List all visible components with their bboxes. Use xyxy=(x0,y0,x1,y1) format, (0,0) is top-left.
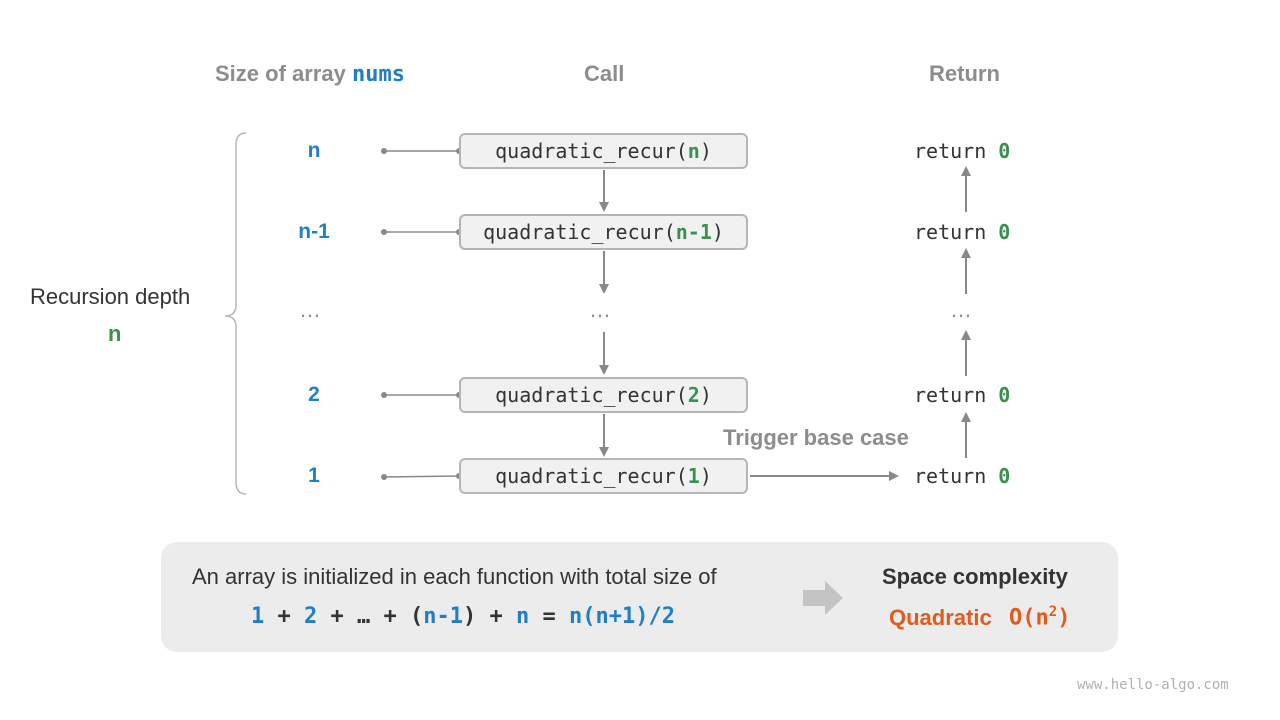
summary-panel xyxy=(161,542,1118,652)
header-size: Size of array nums xyxy=(215,61,405,87)
connector-dot-4 xyxy=(381,392,387,398)
return-ellipsis: … xyxy=(950,297,974,322)
return-row-4: return 0 xyxy=(914,383,1010,407)
big-o-exponent: 2 xyxy=(1048,604,1058,620)
header-return: Return xyxy=(929,61,1000,86)
return-keyword: return xyxy=(914,383,987,407)
connector-dots xyxy=(381,148,462,480)
connector-dot-5 xyxy=(381,474,387,480)
formula-term-n-minus-1: n-1 xyxy=(423,604,463,629)
return-row-1: return 0 xyxy=(914,139,1010,163)
return-keyword: return xyxy=(914,464,987,488)
watermark: www.hello-algo.com xyxy=(1077,677,1229,693)
summary-arrow-icon xyxy=(803,581,843,615)
complexity-big-o: O(n2) xyxy=(1009,604,1070,630)
connector-row-5 xyxy=(383,475,460,478)
call-arg: 1 xyxy=(687,464,700,488)
call-fn-name: quadratic_recur xyxy=(495,464,676,488)
size-connectors xyxy=(383,150,460,478)
return-value: 0 xyxy=(998,139,1011,163)
size-label-n-minus-1: n-1 xyxy=(298,220,330,243)
header-call: Call xyxy=(584,61,625,86)
formula-term-1: 1 xyxy=(251,604,265,629)
return-keyword: return xyxy=(914,139,987,163)
size-ellipsis: … xyxy=(299,297,323,322)
formula-equals: = xyxy=(542,604,556,629)
summary-formula: 1 + 2 + … + (n-1) + n = n(n+1)/2 xyxy=(251,604,675,629)
size-label-1: 1 xyxy=(308,464,320,487)
header-size-prefix: Size of array xyxy=(215,61,346,86)
call-box-n: quadratic_recur(n) xyxy=(459,133,748,169)
call-arg: 2 xyxy=(687,383,700,407)
formula-op: + xyxy=(330,604,344,629)
big-o-close: ) xyxy=(1057,605,1071,631)
call-arg: n xyxy=(687,139,700,163)
size-label-n: n xyxy=(307,139,321,162)
call-arg: n-1 xyxy=(675,220,712,244)
size-label-2: 2 xyxy=(308,383,320,406)
recursion-depth-value: n xyxy=(108,321,122,346)
big-o-base: O(n xyxy=(1009,605,1049,631)
header-size-var: nums xyxy=(351,62,405,87)
connector-dot-1 xyxy=(381,148,387,154)
formula-paren-close: ) xyxy=(463,604,477,629)
call-box-1: quadratic_recur(1) xyxy=(459,458,748,494)
return-value: 0 xyxy=(998,220,1011,244)
return-row-5: return 0 xyxy=(914,464,1010,488)
recursion-brace xyxy=(224,132,247,495)
formula-result: n(n+1)/2 xyxy=(569,604,675,629)
formula-op: + xyxy=(277,604,291,629)
formula-term-2: 2 xyxy=(304,604,318,629)
complexity-name: Quadratic xyxy=(889,605,992,630)
call-fn-name: quadratic_recur xyxy=(483,220,664,244)
return-value: 0 xyxy=(998,464,1011,488)
formula-op: + xyxy=(489,604,503,629)
formula-term-n: n xyxy=(516,604,530,629)
return-value: 0 xyxy=(998,383,1011,407)
connector-dot-2 xyxy=(381,229,387,235)
call-box-n-minus-1: quadratic_recur(n-1) xyxy=(459,214,748,250)
formula-paren-open: ( xyxy=(410,604,424,629)
call-fn-name: quadratic_recur xyxy=(495,383,676,407)
call-box-2: quadratic_recur(2) xyxy=(459,377,748,413)
summary-text: An array is initialized in each function… xyxy=(192,564,717,589)
complexity-title: Space complexity xyxy=(882,564,1068,589)
call-fn-name: quadratic_recur xyxy=(495,139,676,163)
recursion-depth-label: Recursion depth xyxy=(30,284,191,309)
formula-op: + xyxy=(383,604,397,629)
return-keyword: return xyxy=(914,220,987,244)
formula-ellipsis: … xyxy=(357,604,371,629)
base-case-label: Trigger base case xyxy=(723,425,909,450)
return-row-2: return 0 xyxy=(914,220,1010,244)
call-ellipsis: … xyxy=(589,297,613,322)
